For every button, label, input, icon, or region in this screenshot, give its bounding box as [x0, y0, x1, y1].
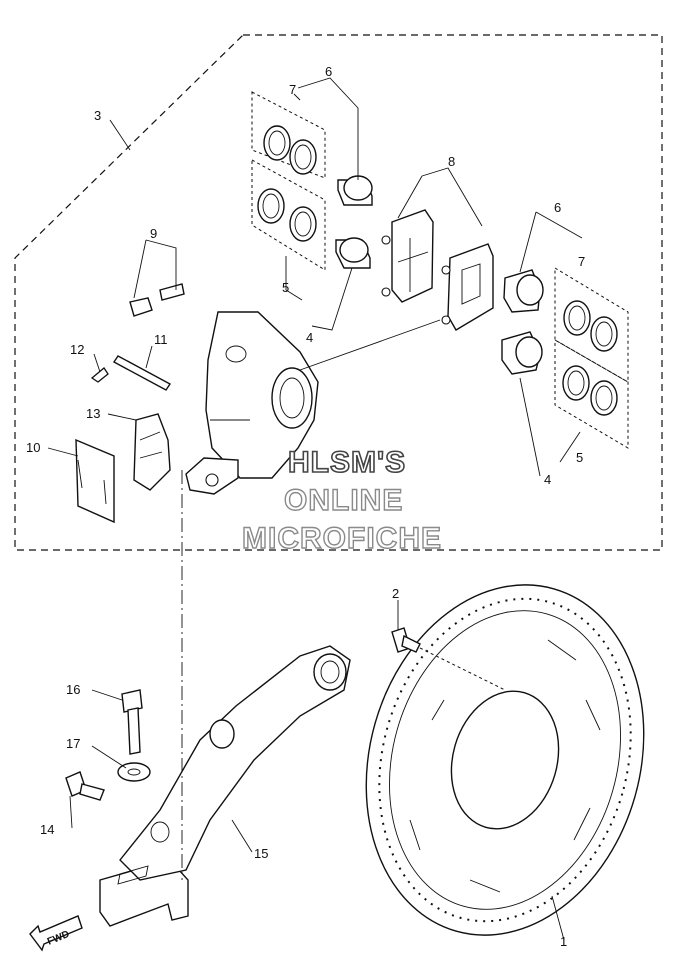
brake-pads — [381, 209, 494, 331]
watermark-line-3: MICROFICHE — [242, 522, 442, 555]
callout-12: 12 — [70, 342, 84, 357]
disc-bolt — [391, 627, 506, 691]
callout-13: 13 — [86, 406, 100, 421]
callout-11: 11 — [154, 332, 168, 347]
callout-14: 14 — [40, 822, 54, 837]
callout-17: 17 — [66, 736, 80, 751]
callout-6-right: 6 — [554, 200, 561, 215]
callout-7: 7 — [289, 82, 296, 97]
callout-7-right: 7 — [578, 254, 585, 269]
callout-5: 5 — [282, 280, 289, 295]
forward-arrow-icon: FWD — [29, 915, 83, 952]
pistons-left — [335, 175, 373, 269]
pistons-right — [501, 269, 544, 375]
callout-9: 9 — [150, 226, 157, 241]
seal-group-left — [251, 91, 326, 271]
watermark-line-2: ONLINE — [284, 484, 403, 517]
callout-3: 3 — [94, 108, 101, 123]
callout-numbers: 6 7 3 8 9 5 4 6 7 12 11 13 10 5 4 2 16 1… — [26, 64, 585, 949]
callout-6: 6 — [325, 64, 332, 79]
callout-15: 15 — [254, 846, 268, 861]
leader-lines — [47, 77, 583, 941]
callout-8: 8 — [448, 154, 455, 169]
bracket-bolt — [121, 689, 143, 755]
pad-shim — [75, 438, 115, 524]
watermark-line-1: HLSM'S — [288, 446, 406, 479]
caliper-assembly-outline — [14, 34, 663, 551]
callout-1: 1 — [560, 934, 567, 949]
seal-group-right — [554, 267, 629, 449]
callout-16: 16 — [66, 682, 80, 697]
callout-10: 10 — [26, 440, 40, 455]
pad-spring — [133, 413, 171, 491]
callout-4: 4 — [306, 330, 313, 345]
bleed-screw — [129, 283, 185, 317]
pad-pin — [90, 355, 172, 391]
brake-disc — [365, 584, 645, 936]
mount-bolt — [65, 771, 105, 801]
callout-2: 2 — [392, 586, 399, 601]
caliper-bracket — [99, 645, 351, 927]
watermark: HLSM'S ONLINE MICROFICHE — [241, 445, 442, 556]
callout-4-right: 4 — [544, 472, 551, 487]
caliper-body — [185, 311, 319, 495]
callout-5-right: 5 — [576, 450, 583, 465]
